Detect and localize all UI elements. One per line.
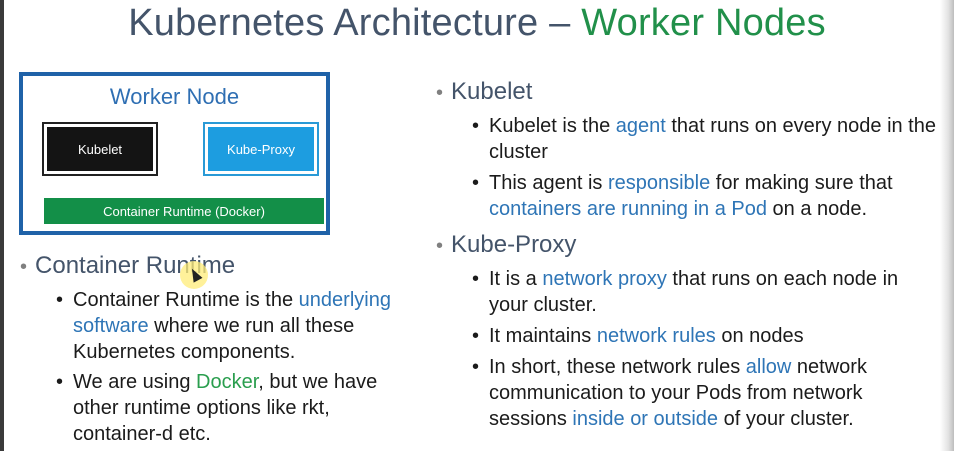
kubelet-block: Kubelet — [42, 122, 158, 176]
kube-proxy-block: Kube-Proxy — [203, 122, 319, 176]
worker-node-title: Worker Node — [109, 84, 240, 109]
kubelet-point-1: •Kubelet is the agent that runs on every… — [472, 115, 936, 163]
kube-proxy-point-1: •It is a network proxy that runs on each… — [472, 268, 899, 316]
kube-proxy-point-3: •In short, these network rules allow net… — [472, 356, 867, 430]
kubelet-point-2: •This agent is responsible for making su… — [472, 172, 893, 220]
kube-proxy-heading: •Kube-Proxy — [436, 231, 577, 258]
title-main: Kubernetes Architecture – — [128, 2, 582, 44]
worker-node-diagram: Worker Node Kubelet Kube-Proxy Container… — [19, 72, 330, 235]
container-runtime-point-2: •We are using Docker, but we have other … — [56, 371, 378, 445]
slide-title: Kubernetes Architecture – Worker Nodes — [0, 2, 954, 45]
left-edge — [0, 0, 4, 451]
kube-proxy-point-2: •It maintains network rules on nodes — [472, 325, 804, 347]
kubelet-heading: •Kubelet — [436, 78, 533, 105]
title-accent: Worker Nodes — [581, 2, 826, 44]
right-edge — [940, 0, 954, 451]
kubelet-label: Kubelet — [47, 127, 153, 171]
kube-proxy-label: Kube-Proxy — [208, 127, 314, 171]
cursor-highlight — [180, 261, 208, 289]
container-runtime-bar: Container Runtime (Docker) — [44, 198, 324, 224]
